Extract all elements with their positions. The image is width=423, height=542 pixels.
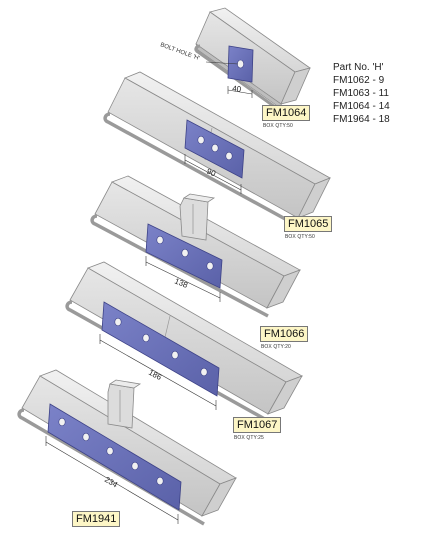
- box-qty-fm1065: BOX QTY:50: [285, 234, 315, 240]
- assembly-fm1065: 138: [90, 175, 301, 318]
- dimension-label: 40: [232, 84, 242, 94]
- assembly-3-hole: 90: [103, 71, 331, 228]
- connecting-plate: [47, 403, 182, 511]
- legend-row: FM1964 - 18: [333, 114, 390, 125]
- assembly-fm1066: 186: [65, 261, 303, 424]
- box-qty-fm1064: BOX QTY:50: [263, 123, 293, 129]
- hole-size-legend: Part No. 'H' FM1062 - 9 FM1063 - 11 FM10…: [333, 61, 390, 126]
- dimension-label: 138: [173, 277, 189, 291]
- assembly-fm1064-small: 40 BOLT HOLE 'H': [159, 7, 311, 114]
- legend-row: FM1062 - 9: [333, 75, 385, 86]
- legend-row: FM1064 - 14: [333, 101, 390, 112]
- part-tag-fm1067: FM1067: [233, 417, 282, 433]
- connecting-plate: [101, 301, 220, 397]
- box-qty-fm1067: BOX QTY:25: [234, 435, 264, 441]
- assembly-fm1067: 234: [17, 369, 237, 526]
- part-tag-fm1941: FM1941: [72, 511, 121, 527]
- legend-header: Part No. 'H': [333, 62, 384, 73]
- dimension-label: 186: [147, 368, 163, 382]
- part-tag-fm1065: FM1065: [284, 216, 333, 232]
- dimension-label: 90: [205, 167, 217, 179]
- bolt-hole-label: BOLT HOLE 'H': [159, 42, 200, 62]
- part-tag-fm1064: FM1064: [262, 105, 311, 121]
- dimension-label: 234: [103, 475, 120, 490]
- box-qty-fm1066: BOX QTY:20: [261, 344, 291, 350]
- part-tag-fm1066: FM1066: [260, 326, 309, 342]
- legend-row: FM1063 - 11: [333, 88, 389, 99]
